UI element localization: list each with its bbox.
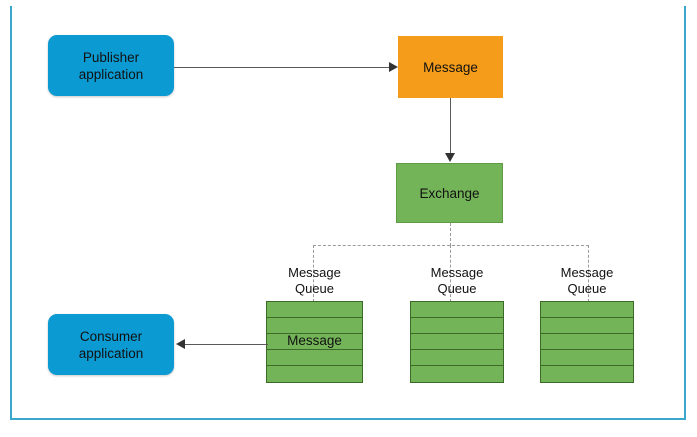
- arrowhead-publisher-to-message: [389, 62, 398, 72]
- message-queue-3-label-line2: Queue: [567, 281, 607, 296]
- message-queue-3-label-line1: Message: [560, 265, 614, 280]
- dashed-drop-queue-2: [450, 245, 451, 302]
- message-queue-1-label: Message Queue: [266, 265, 363, 297]
- queue-cell[interactable]: [541, 350, 633, 366]
- connector-publisher-to-message: [174, 67, 390, 68]
- queue-cell[interactable]: [411, 334, 503, 350]
- message-node-label: Message: [423, 59, 478, 75]
- connector-message-to-exchange: [450, 98, 451, 155]
- queue-cell[interactable]: [267, 366, 362, 382]
- message-queue-2-stack: [410, 301, 504, 383]
- queue-cell[interactable]: [267, 302, 362, 318]
- consumer-application-node[interactable]: Consumer application: [48, 314, 174, 375]
- dashed-exchange-drop: [450, 223, 451, 246]
- message-queue-2-label-line1: Message: [430, 265, 484, 280]
- consumer-label-line1: Consumer: [79, 328, 143, 344]
- message-queue-2-label-line2: Queue: [437, 281, 477, 296]
- exchange-node[interactable]: Exchange: [396, 163, 503, 223]
- queue-cell[interactable]: [541, 318, 633, 334]
- queue-cell-message[interactable]: Message: [267, 334, 362, 350]
- queue-cell[interactable]: [411, 302, 503, 318]
- queue-cell[interactable]: [411, 318, 503, 334]
- message-queue-1-label-line1: Message: [288, 265, 341, 280]
- message-queue-2-label: Message Queue: [410, 265, 504, 297]
- frame-left-rule: [10, 6, 12, 420]
- message-queue-1-label-line2: Queue: [294, 281, 335, 296]
- queue-cell[interactable]: [541, 366, 633, 382]
- arrowhead-queue-to-consumer: [176, 339, 185, 349]
- queue-cell[interactable]: [411, 366, 503, 382]
- queue-cell[interactable]: [541, 302, 633, 318]
- queue-cell[interactable]: [411, 350, 503, 366]
- queue-cell[interactable]: [541, 334, 633, 350]
- message-queue-3-label: Message Queue: [540, 265, 634, 297]
- publisher-label-line1: Publisher: [82, 49, 140, 65]
- frame-bottom-rule: [10, 418, 686, 420]
- exchange-node-label: Exchange: [419, 185, 480, 201]
- publisher-application-node[interactable]: Publisher application: [48, 35, 174, 96]
- dashed-routing-bus: [313, 245, 589, 246]
- queue-cell[interactable]: [267, 318, 362, 334]
- connector-queue-to-consumer: [184, 344, 268, 345]
- message-node[interactable]: Message: [398, 36, 503, 98]
- message-queue-3-stack: [540, 301, 634, 383]
- frame-right-rule: [684, 6, 686, 420]
- dashed-drop-queue-1: [313, 245, 314, 302]
- message-queue-1-stack: Message: [266, 301, 363, 383]
- arrowhead-message-to-exchange: [445, 153, 455, 162]
- queue-cell[interactable]: [267, 350, 362, 366]
- publisher-label-line2: application: [78, 66, 144, 82]
- dashed-drop-queue-3: [588, 245, 589, 302]
- consumer-label-line2: application: [78, 345, 144, 361]
